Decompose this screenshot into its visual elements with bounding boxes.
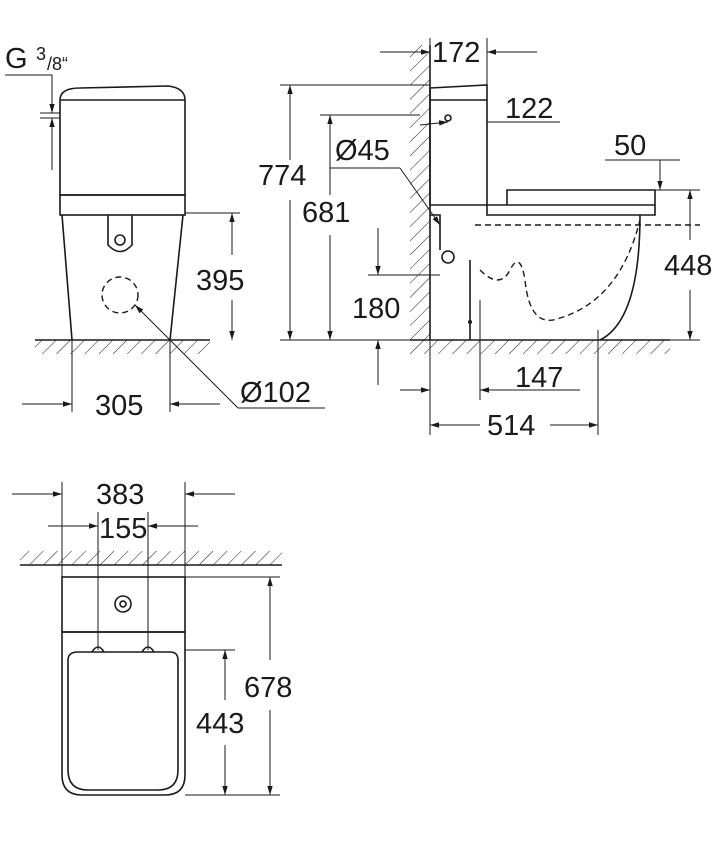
- floor-hatch: [35, 340, 210, 354]
- dim-774: 774: [258, 160, 306, 192]
- dim-383: 383: [96, 479, 144, 511]
- dim-50: 50: [614, 130, 646, 162]
- dim-122: 122: [505, 93, 553, 125]
- cistern-front: [59, 85, 186, 196]
- wall-hatch: [410, 45, 430, 340]
- dim-514: 514: [487, 410, 535, 442]
- seat-band-front: [59, 194, 186, 216]
- dim-outlet-diameter: Ø102: [240, 377, 311, 409]
- dim-inlet-diameter: Ø45: [335, 135, 390, 167]
- dim-678: 678: [244, 672, 292, 704]
- dim-180: 180: [352, 293, 400, 325]
- outlet-circle: [101, 276, 139, 314]
- seat-top: [67, 651, 179, 791]
- seat-side: [486, 189, 656, 216]
- front-view: G 3 /8“ 395 305 Ø102: [5, 43, 325, 422]
- dim-155: 155: [99, 513, 147, 545]
- fraction-denominator: /8“: [47, 54, 68, 74]
- fraction-numerator: 3: [36, 44, 46, 64]
- connection-label: G: [5, 43, 28, 75]
- dim-443: 443: [196, 708, 244, 740]
- dim-172: 172: [432, 37, 480, 69]
- top-view: 383 155 678 443: [12, 479, 292, 796]
- dim-681: 681: [302, 197, 350, 229]
- cistern-top: [61, 576, 186, 633]
- dim-147: 147: [515, 362, 563, 394]
- dim-448: 448: [664, 250, 712, 282]
- dim-395: 395: [196, 265, 244, 297]
- bowl-top: [61, 631, 186, 796]
- side-view: 172 122 Ø45 774 681 180 50 448: [258, 37, 712, 442]
- dim-305: 305: [95, 390, 143, 422]
- cistern-side: [429, 84, 488, 206]
